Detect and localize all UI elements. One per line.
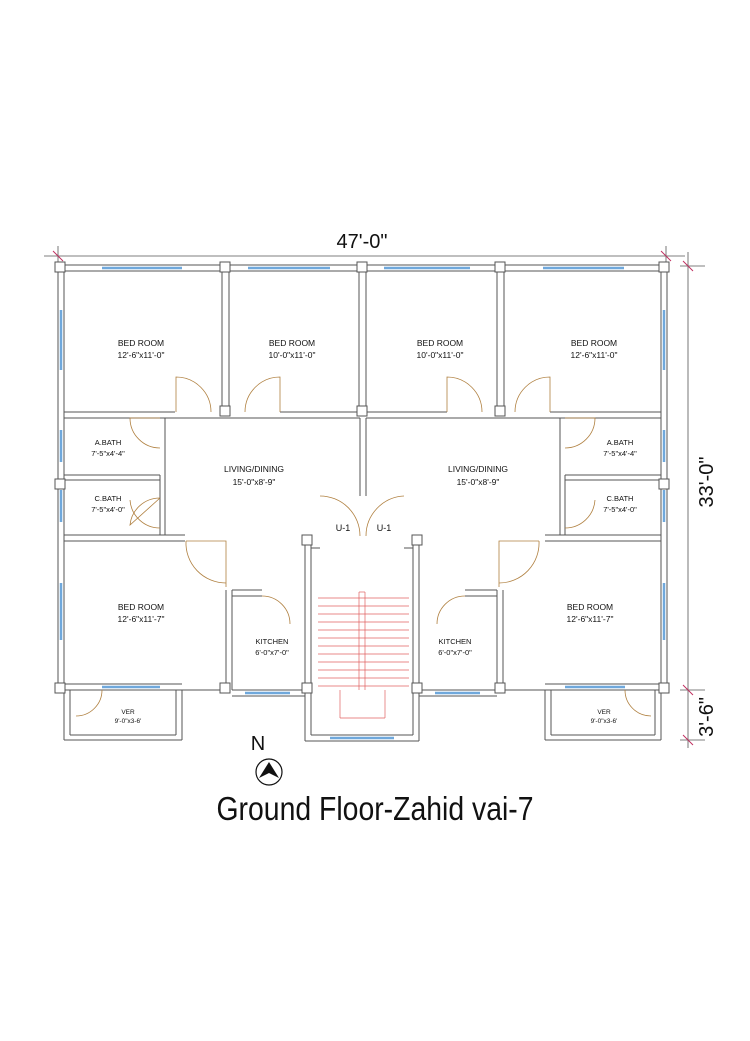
bed-room-label: BED ROOM [269,338,315,348]
walls [57,264,668,742]
width-dimension: 47'-0" [337,231,388,253]
unit-label: U-1 [336,523,351,533]
unit-label: U-1 [377,523,392,533]
attached-bath-label: A.BATH [607,438,634,447]
kitchen-size: 6'-0"x7'-0" [255,648,289,657]
bed-room-label: BED ROOM [567,602,613,612]
bed-room-size: 12'-6"x11'-0" [571,350,618,360]
attached-bath-label: A.BATH [95,438,122,447]
verandah-label: VER [121,709,135,716]
common-bath-label: C.BATH [607,494,634,503]
dimension-lines [44,246,705,748]
kitchen-size: 6'-0"x7'-0" [438,648,472,657]
common-bath-size: 7'-5"x4'-0" [603,505,637,514]
bed-room-size: 10'-0"x11'-0" [269,350,316,360]
attached-bath-size: 7'-5"x4'-4" [603,449,637,458]
bed-room-size: 10'-0"x11'-0" [417,350,464,360]
bed-room-size: 12'-6"x11'-7" [567,614,614,624]
room-labels: BED ROOM 12'-6"x11'-0" BED ROOM 10'-0"x1… [91,338,637,725]
kitchen-label: KITCHEN [439,637,472,646]
bed-room-label: BED ROOM [571,338,617,348]
verandah-label: VER [597,709,611,716]
north-label: N [251,733,265,755]
common-bath-size: 7'-5"x4'-0" [91,505,125,514]
verandah-dimension: 3'-6" [696,697,718,737]
staircase [318,591,409,719]
bed-room-label: BED ROOM [118,602,164,612]
living-dining-label: LIVING/DINING [448,464,508,474]
north-arrow-icon: N [251,733,283,786]
drawing-title: Ground Floor-Zahid vai-7 [216,790,534,827]
verandah-size: 9'-0"x3-6' [115,718,142,725]
columns [54,261,670,694]
bed-room-size: 12'-6"x11'-7" [118,614,165,624]
bed-room-size: 12'-6"x11'-0" [118,350,165,360]
windows [59,266,666,740]
common-bath-label: C.BATH [95,494,122,503]
doors [75,376,652,717]
living-dining-size: 15'-0"x8'-9" [233,477,276,487]
attached-bath-size: 7'-5"x4'-4" [91,449,125,458]
depth-dimension: 33'-0" [696,457,718,508]
bed-room-label: BED ROOM [417,338,463,348]
living-dining-size: 15'-0"x8'-9" [457,477,500,487]
kitchen-label: KITCHEN [256,637,289,646]
bed-room-label: BED ROOM [118,338,164,348]
verandah-size: 9'-0"x3-6' [591,718,618,725]
living-dining-label: LIVING/DINING [224,464,284,474]
